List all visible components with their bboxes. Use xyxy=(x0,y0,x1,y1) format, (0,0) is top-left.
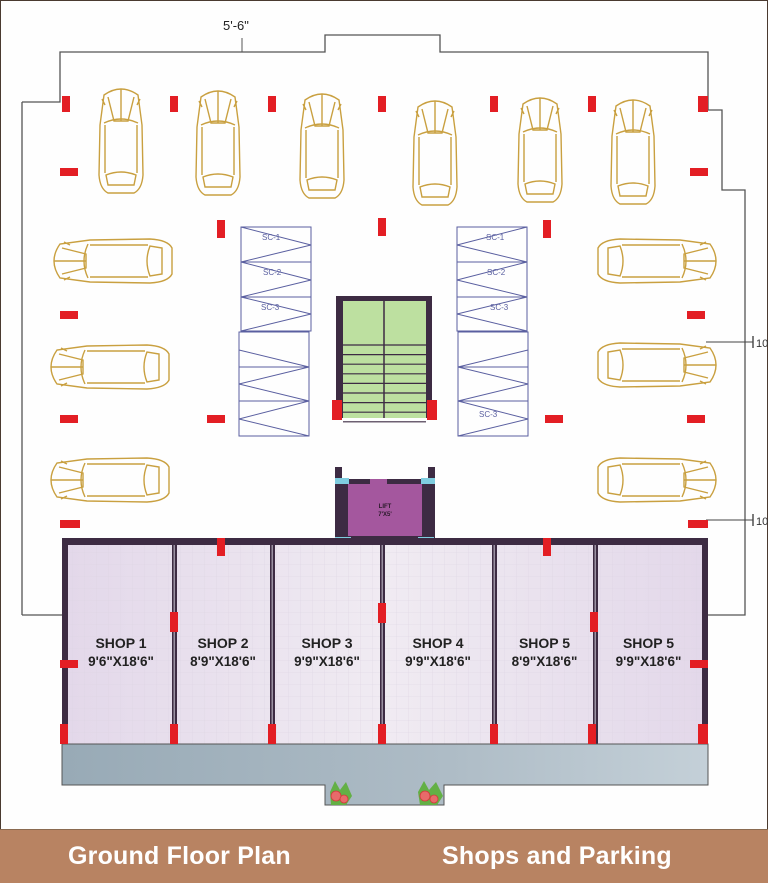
title-banner: Ground Floor Plan Shops and Parking xyxy=(0,829,768,883)
column xyxy=(698,96,708,112)
column xyxy=(378,724,386,744)
car-icon xyxy=(412,100,458,206)
shop-name: SHOP 1 xyxy=(95,635,146,651)
parking-top-row xyxy=(98,88,656,206)
scooter-parking-right xyxy=(456,226,529,437)
shop-size: 8'9"X18'6" xyxy=(512,654,578,669)
plan-title: Ground Floor Plan xyxy=(68,842,291,870)
scooter-label: SC-3 xyxy=(261,303,280,312)
lift-label: LIFT xyxy=(379,504,392,510)
column xyxy=(687,415,705,423)
svg-text:10: 10 xyxy=(756,516,768,528)
columns xyxy=(60,96,708,744)
shop-name: SHOP 2 xyxy=(197,635,248,651)
column xyxy=(588,724,596,744)
scooter-label: SC-3 xyxy=(479,410,498,419)
column xyxy=(217,220,225,238)
column xyxy=(170,96,178,112)
column xyxy=(268,724,276,744)
floor-plan: 5'-6" 10 10 SC-1 SC-2 SC- xyxy=(21,18,768,806)
svg-text:10: 10 xyxy=(756,338,768,350)
car-icon xyxy=(53,238,173,284)
car-icon xyxy=(610,99,656,205)
column xyxy=(490,96,498,112)
column xyxy=(427,400,437,420)
scooter-label: SC-2 xyxy=(263,268,282,277)
column xyxy=(60,311,78,319)
column xyxy=(543,220,551,238)
column xyxy=(543,538,551,556)
scooter-label: SC-2 xyxy=(487,268,506,277)
column xyxy=(170,724,178,744)
shop-name: SHOP 5 xyxy=(623,635,674,651)
column xyxy=(207,415,225,423)
column xyxy=(60,520,80,528)
column xyxy=(545,415,563,423)
car-icon xyxy=(598,343,716,387)
column xyxy=(378,96,386,112)
car-icon xyxy=(299,93,345,199)
car-icon xyxy=(50,344,170,390)
column xyxy=(378,603,386,623)
column xyxy=(170,612,178,632)
column xyxy=(60,660,78,668)
car-icon xyxy=(517,97,563,203)
car-icon xyxy=(598,239,716,283)
scooter-label: SC-3 xyxy=(490,303,509,312)
plan-subtitle: Shops and Parking xyxy=(442,842,672,870)
car-icon xyxy=(50,457,170,503)
shop-size: 9'9"X18'6" xyxy=(294,654,360,669)
column xyxy=(268,96,276,112)
column xyxy=(332,400,342,420)
shops-block: SHOP 1 9'6"X18'6" SHOP 2 8'9"X18'6" SHOP 3 9'… xyxy=(62,538,708,744)
shop-size: 9'9"X18'6" xyxy=(405,654,471,669)
shop-name: SHOP 5 xyxy=(519,635,570,651)
column xyxy=(62,96,70,112)
scooter-parking-left xyxy=(238,226,312,437)
shop-name: SHOP 4 xyxy=(412,635,463,651)
column xyxy=(60,724,68,744)
column xyxy=(60,168,78,176)
parking-left-side xyxy=(50,238,173,503)
front-walkway xyxy=(61,743,709,806)
shop-size: 8'9"X18'6" xyxy=(190,654,256,669)
right-dimension-marker-top: 10 xyxy=(706,336,768,350)
car-icon xyxy=(98,88,144,194)
column xyxy=(698,724,708,744)
parking-right-side xyxy=(598,239,716,502)
dimension-label: 5'-6" xyxy=(223,18,249,33)
staircase xyxy=(332,296,437,423)
shop-name: SHOP 3 xyxy=(301,635,352,651)
plant-icon xyxy=(418,781,443,805)
right-dimension-marker-bottom: 10 xyxy=(706,514,768,528)
scooter-label: SC-1 xyxy=(262,233,281,242)
column xyxy=(688,520,708,528)
lift-size: 7'X5' xyxy=(378,512,392,518)
column xyxy=(690,660,708,668)
site-boundary xyxy=(22,34,746,616)
column xyxy=(590,612,598,632)
column xyxy=(690,168,708,176)
column xyxy=(490,724,498,744)
car-icon xyxy=(598,458,716,502)
column xyxy=(60,415,78,423)
scooter-label: SC-1 xyxy=(486,233,505,242)
column xyxy=(378,218,386,236)
shop-size: 9'6"X18'6" xyxy=(88,654,154,669)
plant-icon xyxy=(330,781,352,805)
shop-size: 9'9"X18'6" xyxy=(616,654,682,669)
column xyxy=(687,311,705,319)
column xyxy=(588,96,596,112)
column xyxy=(217,538,225,556)
car-icon xyxy=(195,90,241,196)
lift: LIFT 7'X5' xyxy=(335,467,435,543)
